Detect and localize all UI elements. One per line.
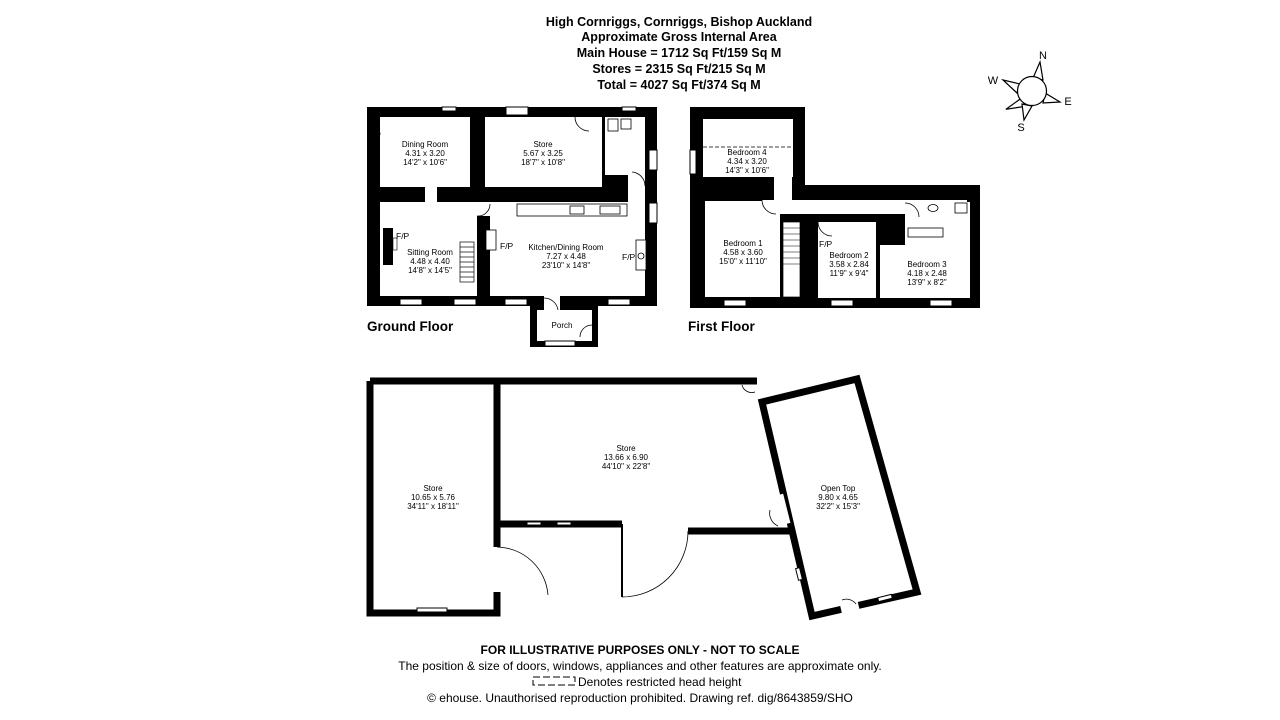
fireplace-label: F/P [819,239,833,249]
compass-w: W [988,75,999,87]
kitchen-imperial: 23'10" x 14'8" [542,261,590,270]
bedroom-1-imperial: 15'0" x 11'10" [719,257,767,266]
store-1-metric: 10.65 x 5.76 [411,493,456,502]
dining-room-metric: 4.31 x 3.20 [405,149,445,158]
bedroom-1-metric: 4.58 x 3.60 [723,248,763,257]
door-arcs [496,384,857,605]
hob-icon [569,205,585,215]
store-1-name: Store [423,484,443,493]
copyright: © ehouse. Unauthorised reproduction proh… [427,691,853,705]
fireplace-label: F/P [500,241,514,251]
bedroom-4-metric: 4.34 x 3.20 [727,157,767,166]
first-floor-label: First Floor [688,319,755,334]
bedroom-1-name: Bedroom 1 [723,239,763,248]
stairs-icon [459,241,475,283]
restricted-height-legend-icon [532,676,576,686]
open-top-name: Open Top [821,484,856,493]
bedroom-3-name: Bedroom 3 [907,260,947,269]
store-area [485,117,602,187]
restricted-height-legend: Denotes restricted head height [578,675,742,689]
store-2-name: Store [616,444,636,453]
ground-floor-plan: Dining Room 4.31 x 3.20 14'2" x 10'6" St… [367,106,658,347]
main-house-area: Main House = 1712 Sq Ft/159 Sq M [577,46,782,60]
basin-icon [927,204,939,212]
basin-icon [620,118,632,130]
store-1-imperial: 34'11" x 18'11" [407,502,459,511]
compass-n: N [1039,50,1047,62]
store-2-metric: 13.66 x 6.90 [604,453,649,462]
toilet-icon [607,118,619,132]
bedroom-2-name: Bedroom 2 [829,251,869,260]
sitting-room-name: Sitting Room [407,248,453,257]
disclaimer: FOR ILLUSTRATIVE PURPOSES ONLY - NOT TO … [481,643,800,657]
approximation-note: The position & size of doors, windows, a… [398,659,881,673]
bedroom-4-area [703,119,793,177]
footer: FOR ILLUSTRATIVE PURPOSES ONLY - NOT TO … [398,643,881,705]
compass-e: E [1064,96,1071,108]
sink-icon [599,205,621,215]
compass-icon: N E S W [988,50,1072,134]
dining-room-name: Dining Room [402,140,449,149]
header: High Cornriggs, Cornriggs, Bishop Auckla… [546,15,812,92]
bedroom-1-area [705,201,780,297]
store-imperial: 18'7" x 10'8" [521,158,565,167]
bedroom-3-area [880,245,970,298]
title-address: High Cornriggs, Cornriggs, Bishop Auckla… [546,15,812,29]
bedroom-2-imperial: 11'9" x 9'4" [830,269,869,278]
bedroom-2-area [818,222,876,298]
sitting-room-metric: 4.48 x 4.40 [410,257,450,266]
bedroom-3-imperial: 13'9" x 8'2" [907,278,947,287]
bedroom-2-metric: 3.58 x 2.84 [829,260,869,269]
first-floor-plan: Bedroom 4 4.34 x 3.20 14'3" x 10'6" Bedr… [688,107,980,334]
open-top-metric: 9.80 x 4.65 [818,493,858,502]
fireplace-label: F/P [396,231,410,241]
total-area: Total = 4027 Sq Ft/374 Sq M [597,78,760,92]
porch-name: Porch [552,321,573,330]
toilet-icon [954,202,968,214]
dining-room-area [380,117,470,187]
door-arcs [761,199,920,245]
store-2-imperial: 44'10" x 22'8" [602,462,650,471]
sitting-room-imperial: 14'8" x 14'5" [408,266,452,275]
open-top-imperial: 32'2" x 15'3" [816,502,860,511]
stairs-icon [783,227,800,265]
store-metric: 5.67 x 3.25 [523,149,563,158]
door-arcs [371,116,646,338]
kitchen-area [490,202,645,296]
bath-icon [907,227,944,238]
stores-plan: Store 10.65 x 5.76 34'11" x 18'11" Store… [366,374,922,621]
bedroom-3-metric: 4.18 x 2.48 [907,269,947,278]
ground-floor-label: Ground Floor [367,319,454,334]
bedroom-4-name: Bedroom 4 [727,148,767,157]
stores-area: Stores = 2315 Sq Ft/215 Sq M [592,62,765,76]
title-area: Approximate Gross Internal Area [581,30,777,44]
porch-area [537,310,592,341]
kitchen-metric: 7.27 x 4.48 [546,252,586,261]
fireplace-label: F/P [622,252,636,262]
dining-room-imperial: 14'2" x 10'6" [403,158,447,167]
store-name: Store [533,140,553,149]
bedroom-4-imperial: 14'3" x 10'6" [725,166,769,175]
kitchen-name: Kitchen/Dining Room [528,243,603,252]
compass-s: S [1017,122,1024,134]
